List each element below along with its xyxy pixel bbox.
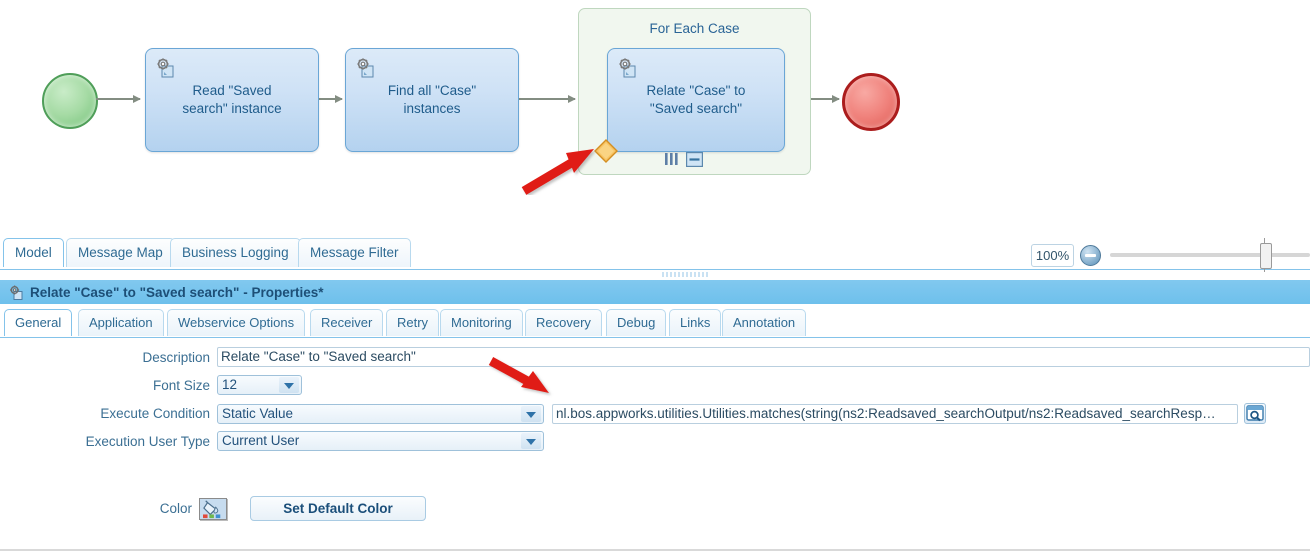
- execution-user-type-select[interactable]: Current User: [217, 431, 544, 451]
- tab-message-map[interactable]: Message Map: [66, 238, 175, 267]
- execute-condition-label: Execute Condition: [100, 406, 210, 421]
- flow-connector-2: [318, 94, 343, 103]
- process-diagram-canvas[interactable]: Read "Saved search" instance Find all "C…: [0, 0, 1310, 232]
- tab-debug[interactable]: Debug: [606, 309, 667, 336]
- parallel-loop-icon[interactable]: [663, 152, 681, 166]
- task-label: Read "Saved search" instance: [182, 83, 282, 116]
- chevron-down-icon[interactable]: [279, 377, 299, 393]
- zoom-out-icon[interactable]: [1080, 244, 1101, 266]
- font-size-value: 12: [222, 377, 238, 392]
- flow-connector-4: [811, 94, 840, 103]
- browse-window-icon[interactable]: [1244, 403, 1266, 424]
- tab-annotation[interactable]: Annotation: [722, 309, 807, 336]
- task-find-all-case-instances[interactable]: Find all "Case" instances: [345, 48, 519, 152]
- zoom-level-value[interactable]: 100%: [1031, 243, 1074, 267]
- diamond-condition-marker[interactable]: [593, 138, 619, 164]
- panel-drag-handle[interactable]: [662, 272, 710, 277]
- tab-webservice-options[interactable]: Webservice Options: [167, 309, 306, 336]
- description-label: Description: [142, 349, 210, 365]
- set-default-color-button[interactable]: Set Default Color: [250, 496, 426, 521]
- properties-tab-bar[interactable]: General Application Webservice Options R…: [0, 309, 1310, 338]
- execution-user-type-value: Current User: [222, 433, 300, 448]
- end-event[interactable]: [842, 73, 900, 131]
- tab-monitoring[interactable]: Monitoring: [440, 309, 523, 336]
- execute-condition-expression-input[interactable]: nl.bos.appworks.utilities.Utilities.matc…: [552, 403, 1238, 424]
- collapse-minus-icon[interactable]: [686, 152, 704, 168]
- font-size-label: Font Size: [152, 377, 210, 393]
- zoom-slider-thumb[interactable]: [1260, 243, 1272, 269]
- gear-service-task-icon: [8, 284, 24, 300]
- subprocess-title: For Each Case: [649, 21, 740, 36]
- task-read-saved-search[interactable]: Read "Saved search" instance: [145, 48, 319, 152]
- gear-service-task-icon: [354, 56, 376, 78]
- tab-receiver[interactable]: Receiver: [310, 309, 384, 336]
- tab-application[interactable]: Application: [78, 309, 164, 336]
- properties-title-bar: Relate "Case" to "Saved search" - Proper…: [0, 280, 1310, 304]
- execution-user-type-label: Execution User Type: [85, 433, 210, 449]
- tab-general[interactable]: General: [4, 309, 73, 337]
- tab-message-filter[interactable]: Message Filter: [298, 238, 411, 267]
- tab-model[interactable]: Model: [3, 238, 64, 268]
- tab-retry[interactable]: Retry: [386, 309, 440, 336]
- tab-recovery[interactable]: Recovery: [525, 309, 602, 336]
- flow-connector-1: [96, 94, 141, 103]
- description-input[interactable]: Relate "Case" to "Saved search": [217, 347, 1310, 367]
- properties-general-panel: Description Relate "Case" to "Saved sear…: [0, 338, 1310, 551]
- gear-service-task-icon: [616, 56, 638, 78]
- zoom-control[interactable]: 100%: [1031, 238, 1310, 272]
- zoom-slider-track[interactable]: [1110, 238, 1310, 272]
- chevron-down-icon[interactable]: [521, 405, 541, 422]
- gear-service-task-icon: [154, 56, 176, 78]
- task-label: Find all "Case" instances: [387, 83, 477, 116]
- task-relate-case-to-saved-search[interactable]: Relate "Case" to "Saved search": [607, 48, 785, 152]
- color-label: Color: [159, 501, 192, 516]
- tab-links[interactable]: Links: [669, 309, 722, 336]
- task-label: Relate "Case" to "Saved search": [646, 83, 746, 116]
- chevron-down-icon[interactable]: [521, 433, 541, 449]
- flow-connector-3: [519, 94, 576, 103]
- execute-condition-value: Static Value: [222, 405, 294, 421]
- tab-business-logging[interactable]: Business Logging: [170, 238, 301, 267]
- start-event[interactable]: [42, 73, 98, 129]
- paint-bucket-icon[interactable]: [199, 497, 227, 520]
- properties-title: Relate "Case" to "Saved search" - Proper…: [30, 284, 324, 300]
- execute-condition-select[interactable]: Static Value: [217, 403, 544, 424]
- font-size-select[interactable]: 12: [217, 375, 302, 395]
